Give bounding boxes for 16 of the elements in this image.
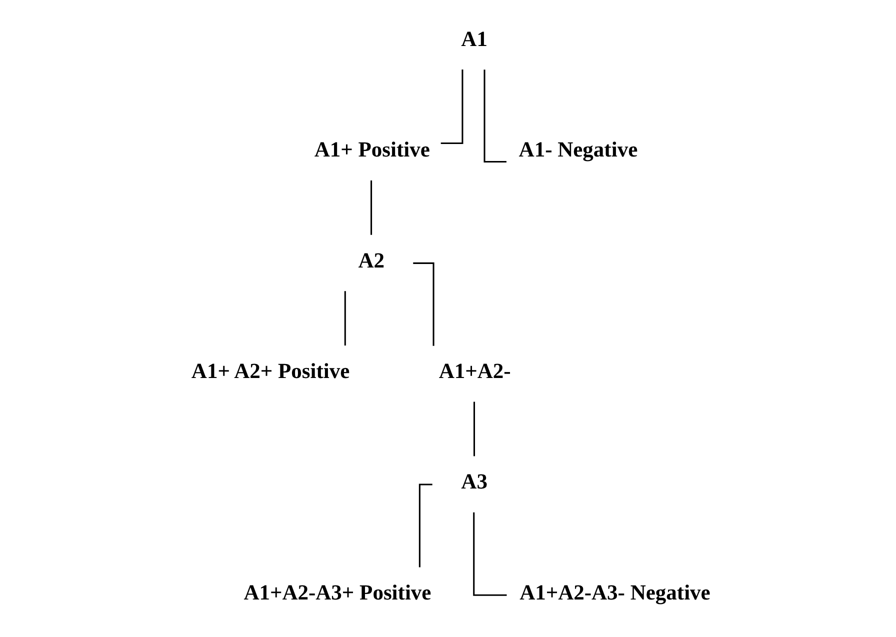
node-text: A1+A2-A3+ Positive xyxy=(243,580,431,604)
connector xyxy=(344,291,346,346)
node-text: A1+ Positive xyxy=(314,138,430,162)
node-text: A1+A2-A3- Negative xyxy=(519,580,710,604)
node-text: A2 xyxy=(358,248,384,272)
node-text: A3 xyxy=(460,470,487,494)
node-text: A1 xyxy=(460,26,487,51)
connector xyxy=(472,512,506,596)
connector xyxy=(412,262,434,346)
connector xyxy=(483,70,506,162)
connector xyxy=(472,402,475,456)
connector xyxy=(440,70,463,144)
node-text: A1+A2- xyxy=(438,358,510,383)
node-text: A1- Negative xyxy=(518,138,638,162)
node-text: A1+ A2+ Positive xyxy=(190,358,350,383)
connector xyxy=(370,180,372,235)
